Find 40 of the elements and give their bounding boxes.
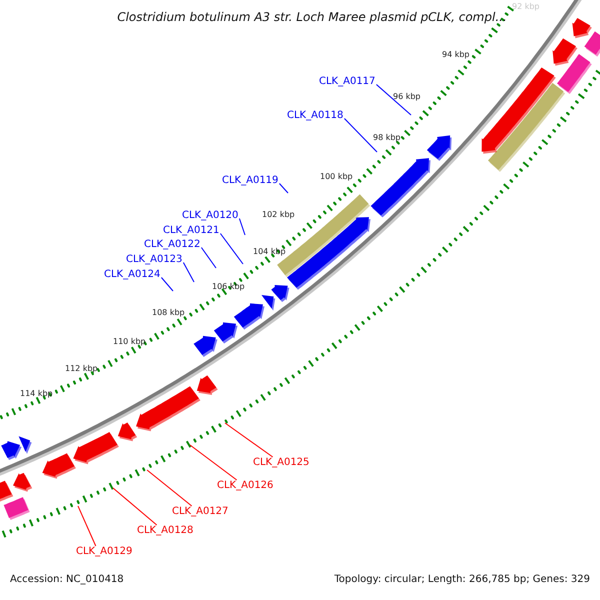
accession-text: Accession: NC_010418	[10, 575, 124, 585]
gene-label: CLK_A0118	[287, 111, 344, 121]
scale-label: 98 kbp	[373, 134, 401, 142]
gene-label: CLK_A0129	[76, 547, 132, 557]
leader-line	[112, 488, 158, 526]
gene-label: CLK_A0127	[172, 507, 228, 517]
leader-line	[238, 218, 246, 236]
leader-line	[344, 118, 378, 152]
gene-label: CLK_A0124	[104, 270, 160, 280]
leader-line	[182, 262, 194, 282]
gene-label: CLK_A0117	[319, 77, 376, 87]
map-title: Clostridium botulinum A3 str. Loch Maree plasmid pCLK, compl...	[116, 11, 508, 23]
leader-line	[160, 277, 174, 292]
scale-label: 108 kbp	[152, 309, 185, 317]
gene-label: CLK_A0126	[217, 481, 274, 491]
scale-label: 100 kbp	[320, 173, 353, 181]
leader-line	[224, 422, 274, 458]
leader-line	[146, 470, 192, 506]
scale-label: 94 kbp	[442, 51, 470, 59]
leader-line	[78, 506, 96, 546]
gene-label: CLK_A0128	[137, 526, 194, 536]
leader-line	[190, 444, 238, 480]
scale-label: 110 kbp	[113, 338, 146, 346]
gene-label: CLK_A0120	[182, 211, 238, 221]
gene-label: CLK_A0123	[126, 255, 182, 265]
scale-label: 102 kbp	[262, 211, 295, 219]
gene-label: CLK_A0125	[253, 458, 310, 468]
gene-label: CLK_A0122	[144, 240, 200, 250]
genome-info-text: Topology: circular; Length: 266,785 bp; Genes: 329	[334, 575, 590, 585]
scale-label: 96 kbp	[393, 93, 421, 101]
scale-label: 106 kbp	[212, 283, 245, 291]
scale-label: 112 kbp	[65, 365, 98, 373]
leader-line	[278, 183, 288, 194]
leader-line	[200, 247, 216, 268]
leader-line	[376, 84, 412, 116]
scale-label: 114 kbp	[20, 390, 53, 398]
leader-line	[220, 233, 244, 264]
scale-label: 104 kbp	[253, 248, 286, 256]
gene-label: CLK_A0119	[222, 176, 278, 186]
gene-label: CLK_A0121	[163, 226, 220, 236]
